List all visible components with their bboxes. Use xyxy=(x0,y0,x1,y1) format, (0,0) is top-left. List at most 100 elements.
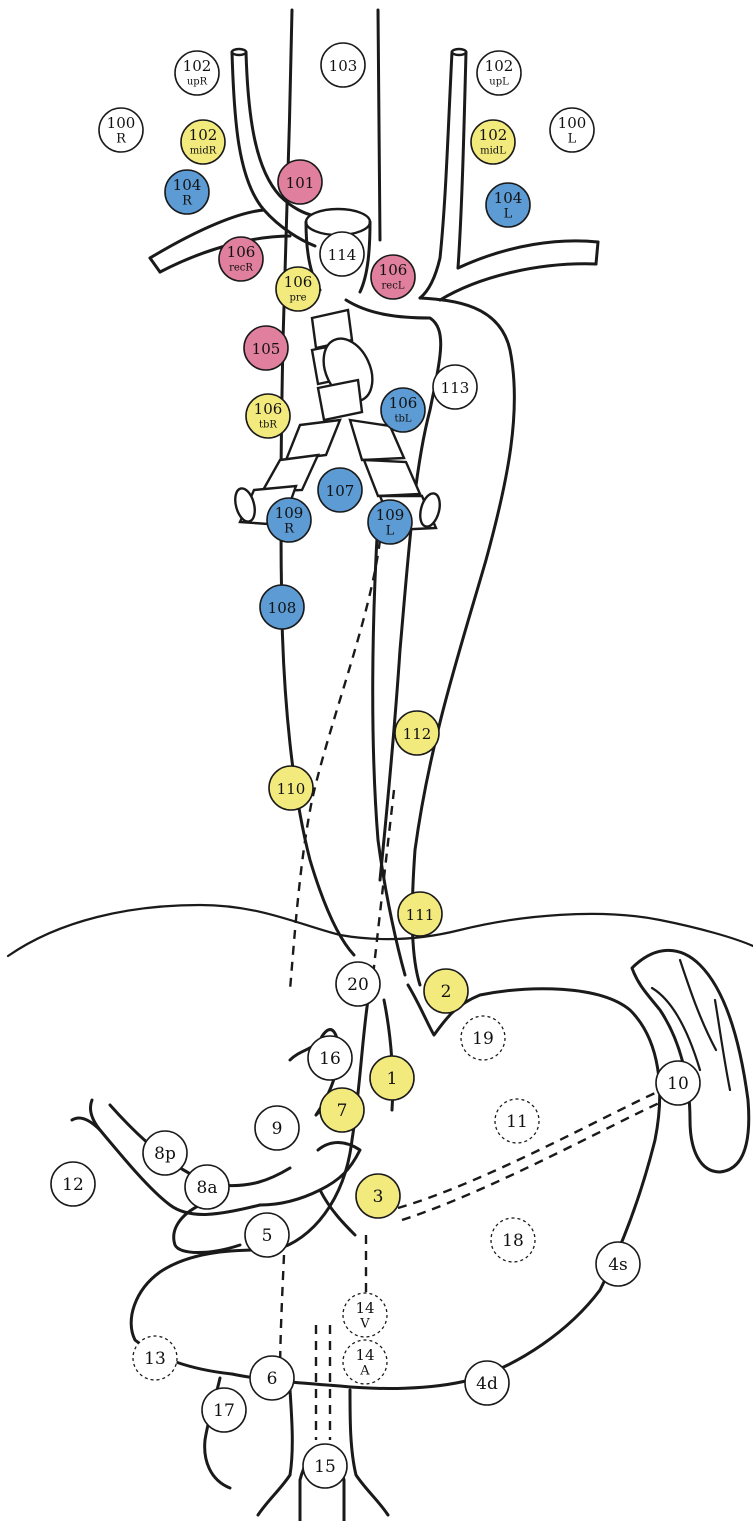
right-subclavian-cap xyxy=(150,258,160,272)
right-carotid xyxy=(232,52,315,246)
lymph-node-number: 13 xyxy=(144,1349,166,1369)
lymph-node-number: 10 xyxy=(667,1074,689,1094)
lymph-node-number: 6 xyxy=(267,1369,278,1389)
lymph-node-number: 102 xyxy=(479,126,508,144)
lymph-node-sublabel: midR xyxy=(190,146,217,157)
lymph-node-20: 20 xyxy=(336,962,380,1006)
lymph-node-100L: 100L xyxy=(550,108,594,152)
lymph-node-15: 15 xyxy=(303,1444,347,1488)
lymph-node-sublabel: upR xyxy=(187,77,208,88)
left-bronchus-ring-2 xyxy=(364,460,420,496)
lymph-node-8a: 8a xyxy=(185,1165,229,1209)
lymph-node-number: 106 xyxy=(389,394,418,412)
lymph-node-number: 106 xyxy=(254,400,283,418)
right-carotid-cap xyxy=(232,49,246,55)
lymph-node-sublabel: L xyxy=(386,524,395,539)
lymph-node-number: 112 xyxy=(403,725,432,743)
mesenteric-right xyxy=(350,1390,388,1515)
lymph-node-number: 3 xyxy=(373,1187,384,1207)
lymph-node-105: 105 xyxy=(244,326,288,370)
trachea-ring-3 xyxy=(318,380,362,420)
lymph-node-number: 107 xyxy=(326,482,355,500)
lymph-node-102upR: 102 upR xyxy=(175,51,219,95)
lymph-node-111: 111 xyxy=(398,892,442,936)
trachea-opening xyxy=(306,209,370,235)
left-subclavian-lower xyxy=(440,264,596,300)
lymph-node-sublabel: R xyxy=(284,522,295,537)
lymph-node-number: 100 xyxy=(558,114,587,132)
lymph-node-113: 113 xyxy=(433,365,477,409)
lymph-node-number: 14 xyxy=(355,1299,374,1317)
lymph-node-108: 108 xyxy=(260,585,304,629)
lymph-node-sublabel: tbR xyxy=(259,420,277,431)
lymph-node-9: 9 xyxy=(255,1106,299,1150)
lymph-node-number: 100 xyxy=(107,114,136,132)
lymph-node-number: 101 xyxy=(286,174,315,192)
lymph-node-number: 2 xyxy=(441,982,452,1002)
lymph-node-number: 114 xyxy=(328,246,357,264)
lymph-node-sublabel: L xyxy=(568,132,577,147)
lymph-node-sublabel: A xyxy=(359,1364,370,1379)
left-subclavian-cap xyxy=(596,242,598,264)
lymph-node-110: 110 xyxy=(269,766,313,810)
lymph-node-number: 105 xyxy=(252,340,281,358)
lymph-node-sublabel: V xyxy=(359,1317,370,1332)
lymph-node-number: 113 xyxy=(441,379,470,397)
lymph-node-8p: 8p xyxy=(143,1131,187,1175)
lymph-node-16: 16 xyxy=(308,1036,352,1080)
lymph-node-sublabel: recR xyxy=(229,263,253,274)
lymph-node-number: 11 xyxy=(506,1112,528,1132)
anatomy-lines xyxy=(8,10,753,1521)
lymph-node-number: 111 xyxy=(406,906,435,924)
lymph-node-sublabel: midL xyxy=(480,146,506,157)
lymph-node-number: 19 xyxy=(472,1029,494,1049)
left-carotid-outer xyxy=(458,52,466,268)
diaphragm xyxy=(8,905,753,956)
lymph-node-10: 10 xyxy=(656,1061,700,1105)
lymph-node-112: 112 xyxy=(395,711,439,755)
lymph-node-layer: 103102upR102upL100R100L102midR102midL101… xyxy=(51,43,700,1488)
lymph-node-17: 17 xyxy=(202,1388,246,1432)
lymph-node-sublabel: pre xyxy=(289,293,306,304)
lymph-node-107: 107 xyxy=(318,468,362,512)
esophagus-right-wall xyxy=(378,10,380,240)
lymph-node-6: 6 xyxy=(250,1356,294,1400)
lymph-node-number: 16 xyxy=(319,1049,341,1069)
lymph-node-number: 110 xyxy=(277,780,306,798)
lymph-node-2: 2 xyxy=(424,969,468,1013)
lymph-node-11: 11 xyxy=(495,1099,539,1143)
lymph-node-number: 15 xyxy=(314,1457,336,1477)
lymph-node-number: 4d xyxy=(476,1374,498,1394)
common-hepatic-artery xyxy=(260,1143,360,1206)
lymph-node-number: 7 xyxy=(337,1101,348,1121)
lymph-node-104R: 104R xyxy=(165,170,209,214)
lymph-node-13: 13 xyxy=(133,1336,177,1380)
lymph-node-number: 12 xyxy=(62,1175,84,1195)
lymph-node-18: 18 xyxy=(491,1218,535,1262)
lymph-node-sublabel: upL xyxy=(489,77,509,88)
lymph-node-114: 114 xyxy=(320,232,364,276)
stomach-outline xyxy=(232,985,660,1388)
lymph-node-1: 1 xyxy=(370,1056,414,1100)
lymph-node-104L: 104L xyxy=(486,183,530,227)
spleen xyxy=(632,950,749,1172)
lymph-node-number: 104 xyxy=(494,189,523,207)
lymph-node-number: 106 xyxy=(379,261,408,279)
lymph-node-102midL: 102 midL xyxy=(471,120,515,164)
lymph-node-14A: 14A xyxy=(343,1340,387,1384)
lymph-node-109L: 109L xyxy=(368,500,412,544)
lymph-node-102upL: 102upL xyxy=(477,51,521,95)
lymph-node-sublabel: R xyxy=(182,194,193,209)
lymph-node-sublabel: R xyxy=(116,132,127,147)
lymph-node-100R: 100R xyxy=(99,108,143,152)
lymph-node-number: 20 xyxy=(347,975,369,995)
lymph-node-7: 7 xyxy=(320,1088,364,1132)
lymph-node-number: 104 xyxy=(173,176,202,194)
lymph-node-number: 8p xyxy=(154,1144,176,1164)
lymph-node-number: 102 xyxy=(183,57,212,75)
